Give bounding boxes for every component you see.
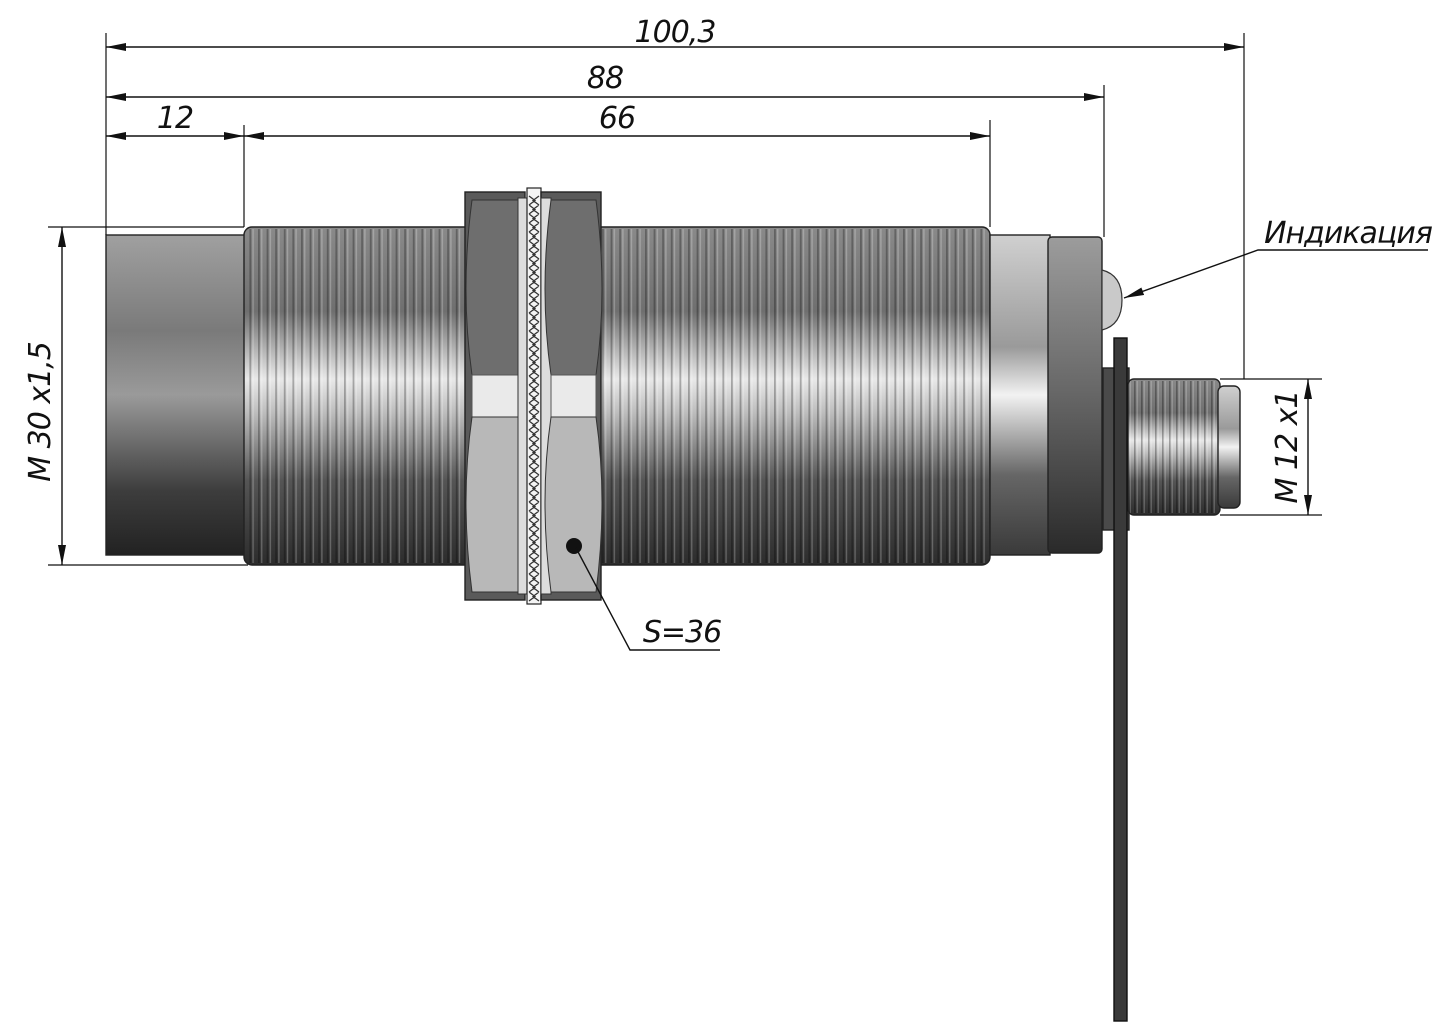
dim-m12-text: M 12 x1 — [1270, 391, 1305, 504]
lock-nut-1 — [464, 191, 529, 601]
front-cap — [105, 234, 247, 556]
rear-collar — [989, 234, 1051, 556]
dim-body-text: 88 — [587, 61, 623, 96]
mounting-bracket — [1113, 337, 1128, 1022]
dimension-lines — [58, 43, 1312, 565]
dimension-texts: 100,3 88 12 66 M 30 x1,5 M 12 x1 S=36 Ин… — [23, 15, 1434, 650]
nut-marker-dot — [566, 538, 582, 554]
washer-teeth — [528, 195, 540, 602]
indication-label: Индикация — [1264, 216, 1433, 251]
connector-tip — [1217, 385, 1241, 509]
nut-size-text: S=36 — [643, 615, 721, 650]
rear-end-cap — [1047, 236, 1103, 554]
lock-nut-2 — [540, 191, 603, 601]
dim-overall-text: 100,3 — [635, 15, 716, 50]
dim-thread-text: 66 — [599, 101, 635, 136]
indicator-led — [1101, 269, 1123, 331]
dim-m30-text: M 30 x1,5 — [23, 342, 58, 482]
dim-front-text: 12 — [157, 101, 193, 136]
leader-lines — [575, 249, 1428, 651]
sensor-body — [105, 187, 1241, 1022]
